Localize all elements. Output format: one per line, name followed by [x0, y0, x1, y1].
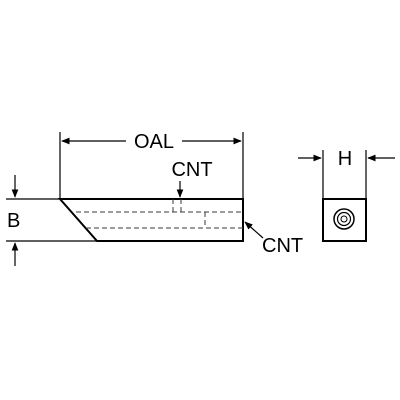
- coolant-hole-core-icon: [340, 215, 348, 223]
- cnt-top-callout: CNT: [171, 159, 213, 198]
- tool-body-end: [322, 198, 367, 242]
- oal-label: OAL: [134, 131, 174, 153]
- oal-dimension: OAL: [59, 131, 244, 199]
- h-dimension: H: [298, 148, 395, 199]
- b-dimension: B: [6, 175, 97, 266]
- end-view: [322, 198, 367, 242]
- cnt-end-label: CNT: [262, 235, 303, 257]
- coolant-hole-inner-icon: [336, 211, 352, 227]
- tool-body-side: [57, 198, 244, 242]
- side-view: [57, 198, 244, 242]
- cnt-end-callout: CNT: [244, 221, 303, 257]
- cnt-top-label: CNT: [171, 159, 212, 181]
- cnt-end-leader: [244, 221, 264, 239]
- h-label: H: [338, 148, 352, 170]
- b-label: B: [7, 210, 20, 232]
